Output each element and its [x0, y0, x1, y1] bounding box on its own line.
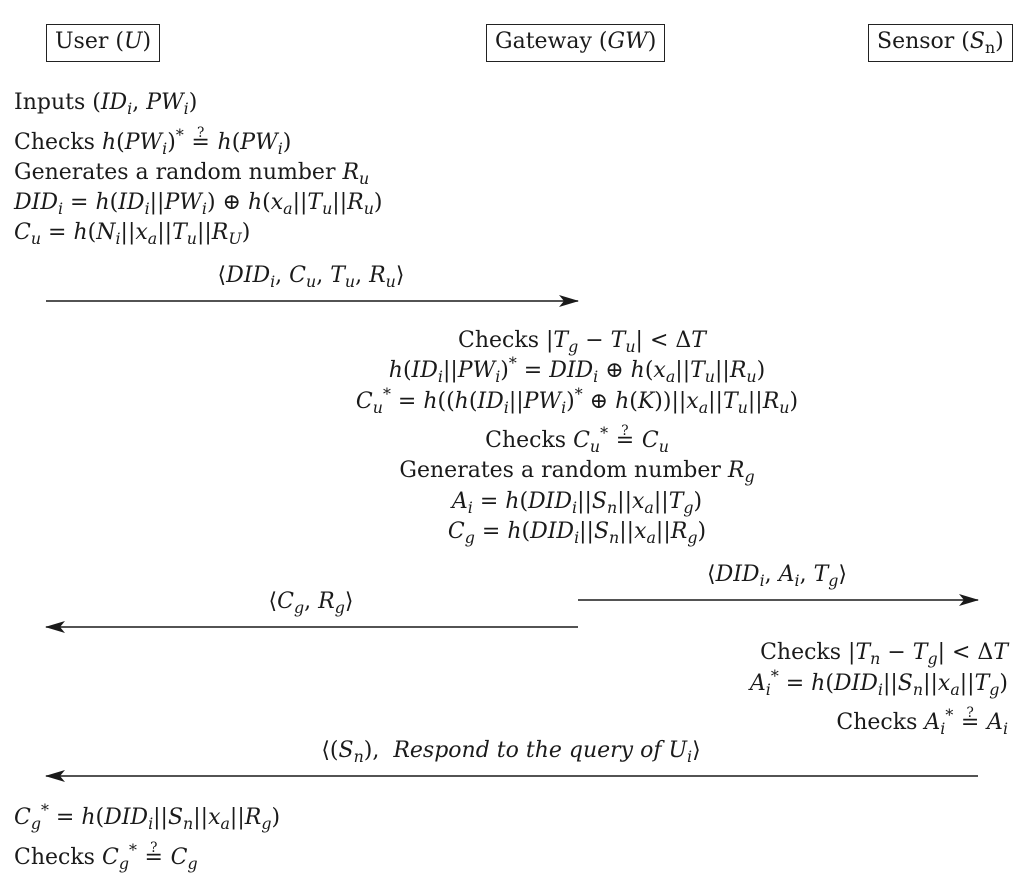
gateway-step-1: Checks |Tg − Tu| < ΔT: [458, 328, 706, 357]
user-step-5: Cu = h(Ni||xa||Tu||RU): [14, 220, 251, 249]
message-3-label: ⟨(Sn), Respond to the query of Ui⟩: [321, 738, 701, 767]
gateway-step-4: Checks Cu* ?= Cu: [485, 422, 669, 457]
message-2-sensor-label: ⟨DIDi, Ai, Tg⟩: [707, 562, 847, 591]
message-1-label: ⟨DIDi, Cu, Tu, Ru⟩: [217, 263, 405, 292]
party-user-box: User (U): [46, 24, 161, 62]
message-2-user-label: ⟨Cg, Rg⟩: [268, 589, 354, 618]
gateway-step-2: h(IDi||PWi)* = DIDi ⊕ h(xa||Tu||Ru): [388, 353, 766, 387]
sensor-step-2: Ai* = h(DIDi||Sn||xa||Tg): [749, 666, 1008, 700]
party-gateway-box: Gateway (GW): [486, 24, 666, 62]
user-final-step-1: Cg* = h(DIDi||Sn||xa||Rg): [14, 800, 281, 834]
gateway-step-7: Cg = h(DIDi||Sn||xa||Rg): [447, 519, 707, 548]
user-step-3: Generates a random number Ru: [14, 160, 370, 189]
gateway-step-3: Cu* = h((h(IDi||PWi)* ⊕ h(K))||xa||Tu||R…: [355, 384, 799, 418]
sensor-step-3: Checks Ai* ?= Ai: [836, 704, 1008, 739]
party-sensor-box: Sensor (Sn): [868, 24, 1013, 62]
user-step-4: DIDi = h(IDi||PWi) ⊕ h(xa||Tu||Ru): [14, 190, 383, 219]
gateway-step-5: Generates a random number Rg: [399, 458, 755, 487]
sensor-step-1: Checks |Tn − Tg| < ΔT: [760, 640, 1008, 669]
user-step-1: Inputs (IDi, PWi): [14, 90, 198, 119]
gateway-step-6: Ai = h(DIDi||Sn||xa||Tg): [451, 489, 703, 518]
user-step-2: Checks h(PWi)* ?= h(PWi): [14, 124, 292, 159]
user-final-step-2: Checks Cg* ?= Cg: [14, 839, 198, 874]
